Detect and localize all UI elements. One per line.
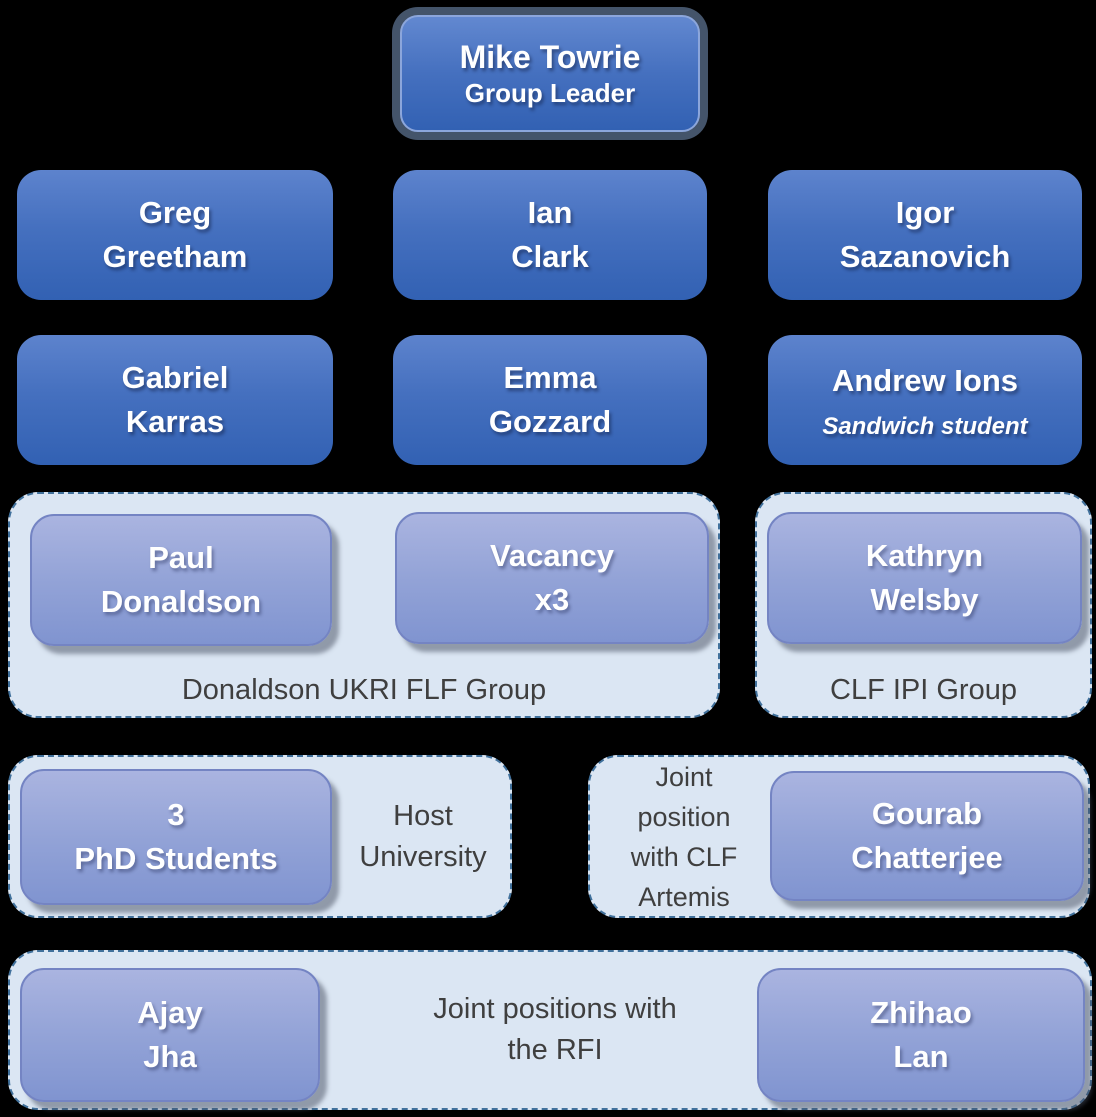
group-clf-artemis: Joint position with CLF Artemis Gourab C… bbox=[588, 755, 1090, 918]
member-name: Zhihao Lan bbox=[870, 994, 972, 1074]
group-host-university: 3 PhD Students Host University bbox=[8, 755, 512, 918]
box-phd-students: 3 PhD Students bbox=[20, 769, 332, 905]
box-paul-donaldson: Paul Donaldson bbox=[30, 514, 332, 646]
member-name: Igor Sazanovich bbox=[839, 194, 1011, 274]
group-donaldson-ukri-flf: Paul Donaldson Vacancy x3 Donaldson UKRI… bbox=[8, 492, 720, 718]
member-name: Emma Gozzard bbox=[488, 359, 612, 439]
group-label-host-university: Host University bbox=[359, 799, 487, 873]
box-ajay-jha: Ajay Jha bbox=[20, 968, 320, 1102]
leader-role: Group Leader bbox=[464, 78, 636, 109]
member-name: Ian Clark bbox=[511, 194, 589, 274]
member-name: Andrew Ions bbox=[831, 362, 1018, 398]
group-label-clf-ipi: CLF IPI Group bbox=[830, 674, 1017, 706]
box-zhihao-lan: Zhihao Lan bbox=[757, 968, 1085, 1102]
member-name: 3 PhD Students bbox=[74, 796, 278, 876]
member-name: Kathryn Welsby bbox=[865, 537, 984, 617]
group-label-rfi: Joint positions with the RFI bbox=[433, 993, 677, 1066]
group-rfi: Ajay Jha Joint positions with the RFI Zh… bbox=[8, 950, 1092, 1110]
box-gourab-chatterjee: Gourab Chatterjee bbox=[770, 771, 1084, 901]
member-name: Gabriel Karras bbox=[121, 359, 229, 439]
box-kathryn-welsby: Kathryn Welsby bbox=[767, 512, 1082, 644]
group-label-donaldson: Donaldson UKRI FLF Group bbox=[181, 674, 547, 706]
member-name: Paul Donaldson bbox=[100, 539, 262, 619]
box-group-leader-inner: Mike Towrie Group Leader bbox=[400, 15, 700, 132]
box-igor-sazanovich: Igor Sazanovich bbox=[768, 170, 1082, 300]
member-name: Ajay Jha bbox=[137, 994, 203, 1074]
member-name: Gourab Chatterjee bbox=[851, 795, 1003, 875]
box-group-leader: Mike Towrie Group Leader bbox=[392, 7, 708, 140]
box-ian-clark: Ian Clark bbox=[393, 170, 707, 300]
leader-name: Mike Towrie bbox=[459, 39, 641, 76]
member-name: Vacancy x3 bbox=[489, 537, 615, 617]
box-emma-gozzard: Emma Gozzard bbox=[393, 335, 707, 465]
box-gabriel-karras: Gabriel Karras bbox=[17, 335, 333, 465]
member-subtitle: Sandwich student bbox=[822, 413, 1028, 440]
group-label-clf-artemis: Joint position with CLF Artemis bbox=[630, 761, 738, 912]
group-clf-ipi: Kathryn Welsby CLF IPI Group bbox=[755, 492, 1092, 718]
box-vacancy-x3: Vacancy x3 bbox=[395, 512, 709, 644]
box-greg-greetham: Greg Greetham bbox=[17, 170, 333, 300]
box-andrew-ions: Andrew Ions Sandwich student bbox=[768, 335, 1082, 465]
member-name: Greg Greetham bbox=[102, 194, 248, 274]
